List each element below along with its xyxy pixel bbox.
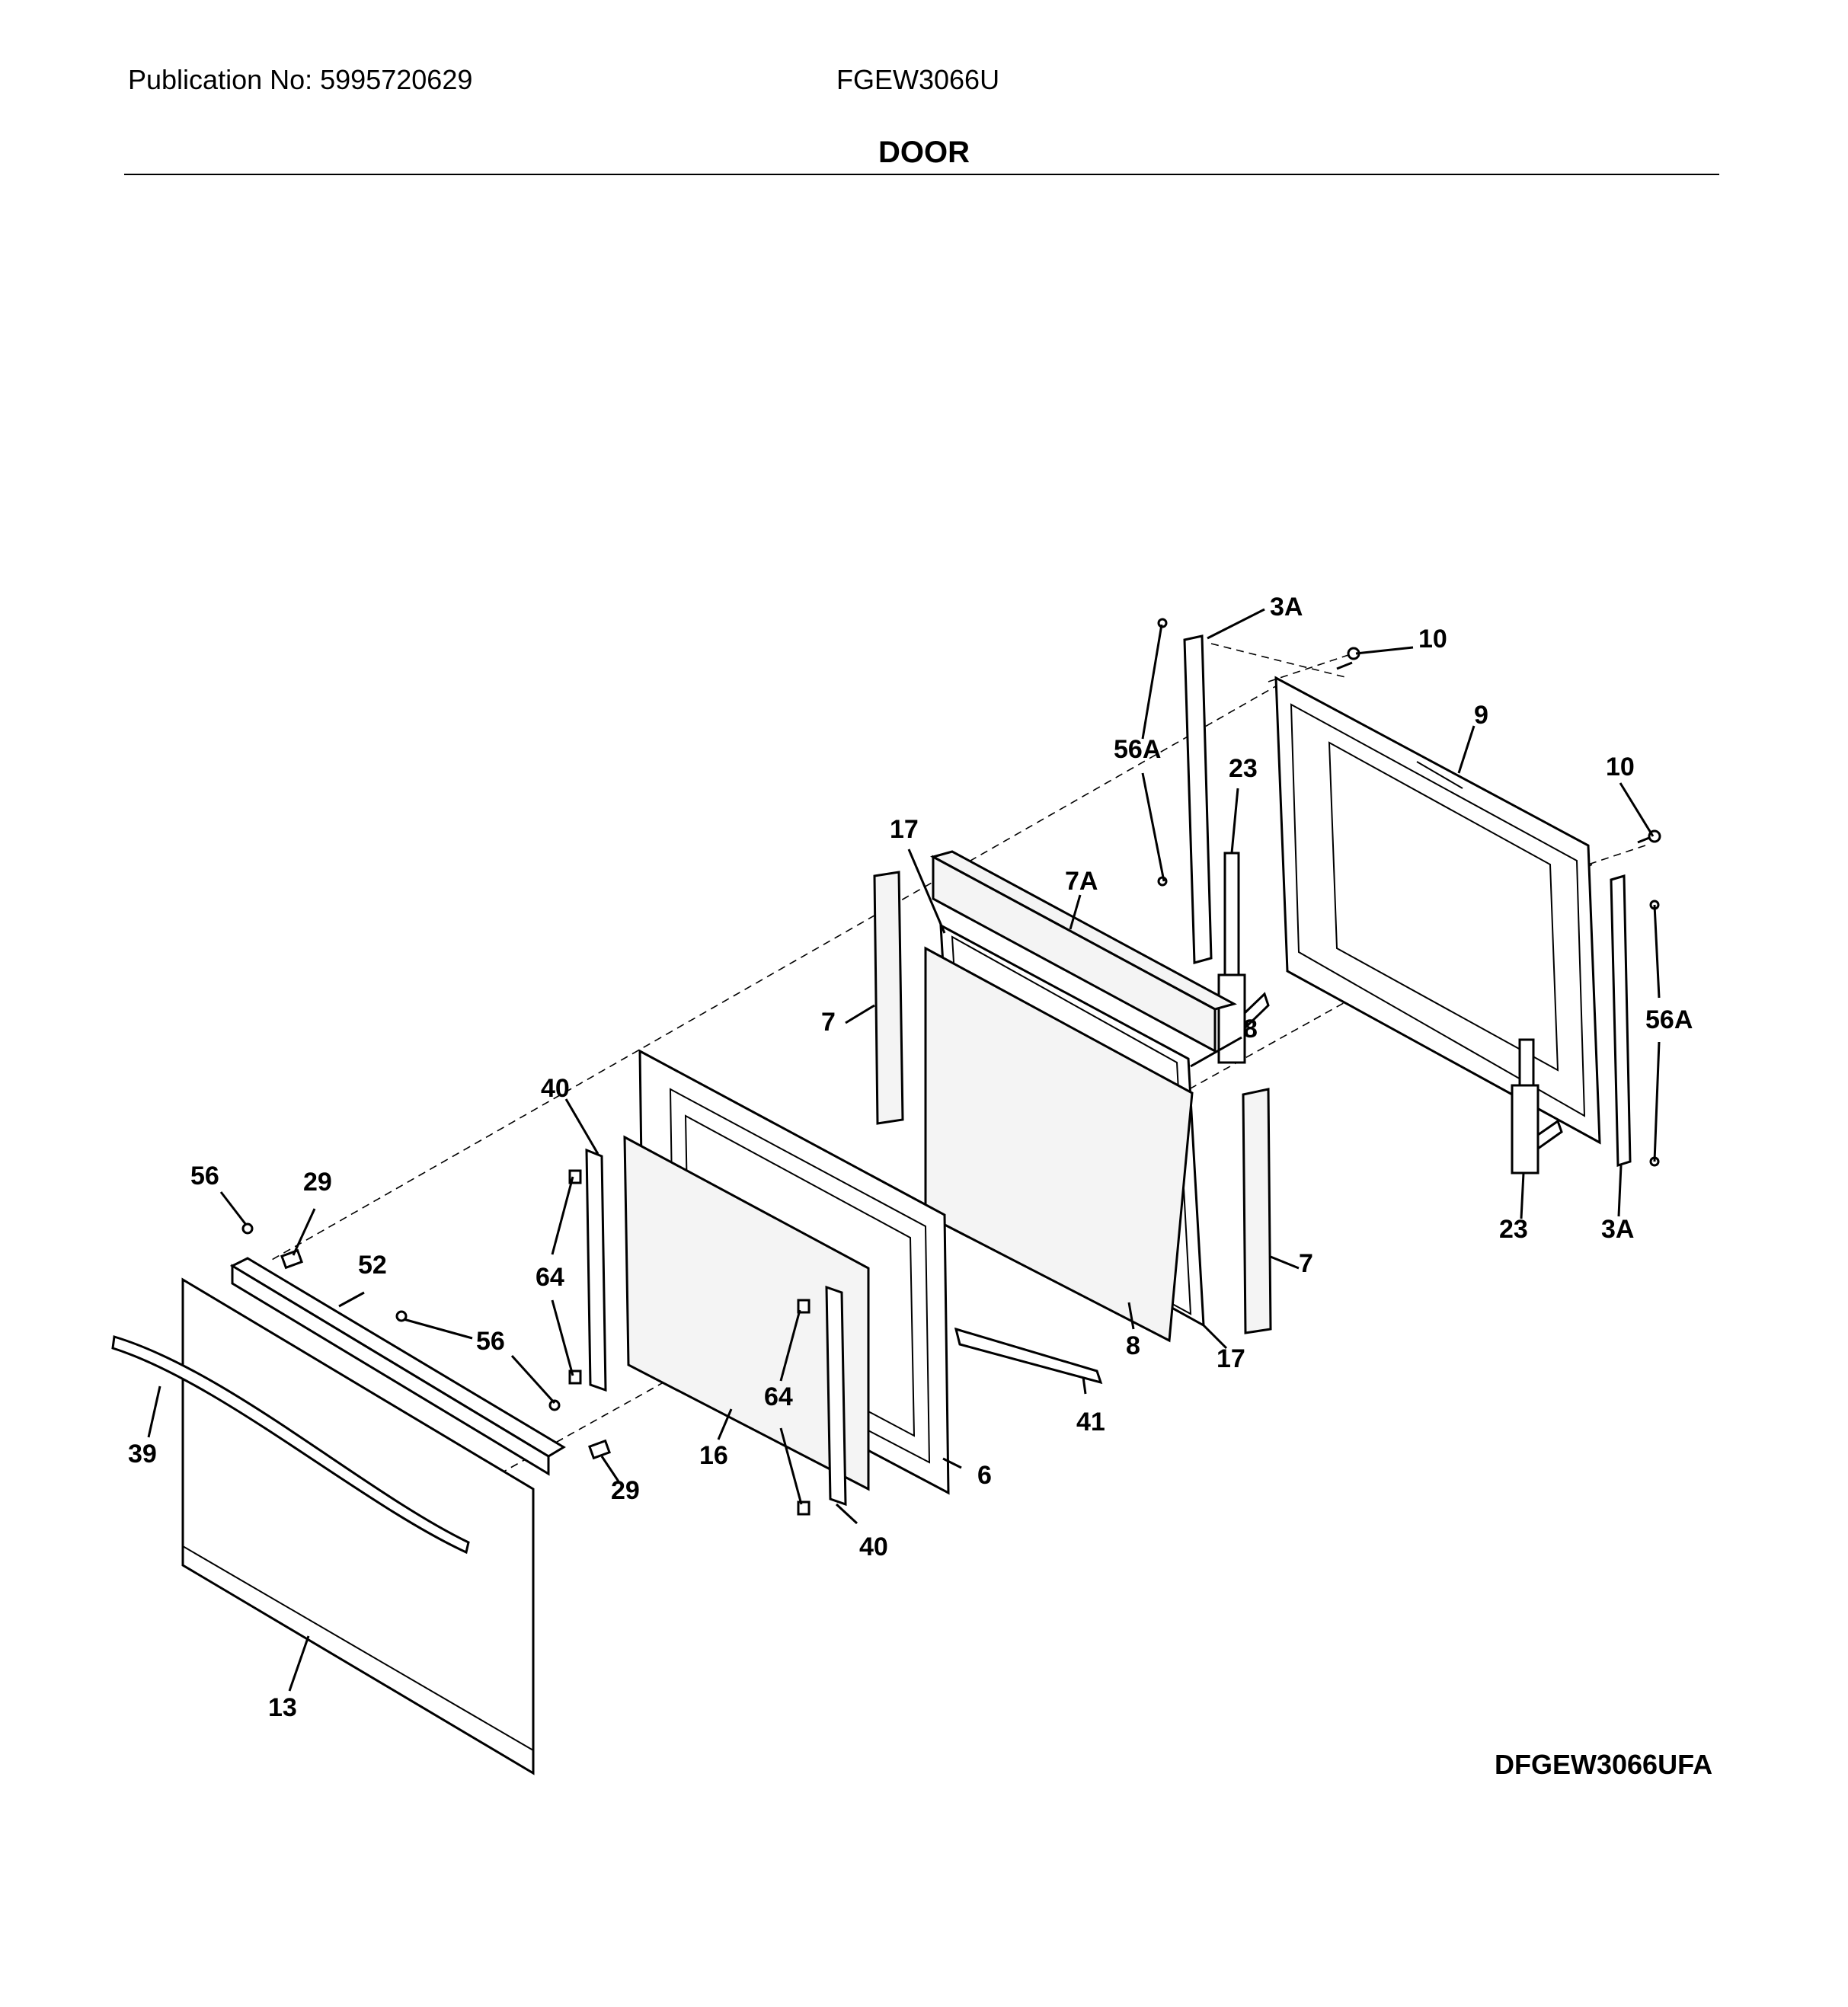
part-23-hinge-top bbox=[1217, 852, 1270, 1064]
callout-52: 52 bbox=[358, 1251, 387, 1280]
part-7A-top-insulation bbox=[930, 850, 1237, 1053]
callout-56-left: 56 bbox=[190, 1162, 219, 1190]
callout-41: 41 bbox=[1076, 1408, 1105, 1437]
callout-64-left: 64 bbox=[536, 1263, 564, 1292]
callout-7-left: 7 bbox=[821, 1008, 836, 1037]
callout-40-top: 40 bbox=[541, 1074, 570, 1103]
callout-64-mid: 64 bbox=[764, 1382, 793, 1411]
callout-10-right: 10 bbox=[1606, 753, 1635, 781]
callout-40-bottom: 40 bbox=[859, 1532, 888, 1561]
part-56-screws bbox=[241, 1222, 561, 1411]
callout-labels: 3A 10 9 56A 23 10 17 7A 56A 7 8 40 56 29… bbox=[128, 593, 1693, 1722]
callout-17-top: 17 bbox=[890, 815, 919, 844]
part-7-side-insulation-right bbox=[1242, 1088, 1272, 1334]
callout-29-top: 29 bbox=[303, 1168, 332, 1197]
part-52-vent-trim bbox=[229, 1257, 566, 1476]
part-29-rollers bbox=[280, 1248, 611, 1460]
callout-23-top: 23 bbox=[1229, 754, 1258, 783]
part-40-bracket-left bbox=[585, 1148, 607, 1392]
header-divider bbox=[124, 174, 1719, 175]
callout-3A-top: 3A bbox=[1270, 593, 1303, 622]
diagram-code: DFGEW3066UFA bbox=[1495, 1749, 1713, 1780]
leader-lines bbox=[147, 608, 1661, 1692]
part-13-outer-door-panel bbox=[181, 1277, 535, 1775]
callout-7A: 7A bbox=[1065, 867, 1098, 896]
callout-56A-left: 56A bbox=[1114, 735, 1161, 764]
callout-6: 6 bbox=[977, 1461, 992, 1490]
part-9-inner-door-liner bbox=[1274, 676, 1601, 1145]
part-23-hinge-bottom bbox=[1511, 1038, 1563, 1174]
callout-23-bottom: 23 bbox=[1499, 1215, 1528, 1244]
callout-9: 9 bbox=[1474, 701, 1488, 730]
callout-7-right: 7 bbox=[1299, 1249, 1313, 1278]
callout-17-bottom: 17 bbox=[1217, 1344, 1245, 1373]
publication-number: Publication No: 5995720629 bbox=[128, 64, 473, 95]
callout-8-top: 8 bbox=[1243, 1015, 1258, 1043]
part-3A-hinge-bracket-right bbox=[1610, 874, 1632, 1168]
callout-8-bottom: 8 bbox=[1126, 1331, 1140, 1360]
callout-10-top: 10 bbox=[1418, 625, 1447, 654]
part-3A-hinge-bracket-left bbox=[1183, 634, 1213, 964]
model-number: FGEW3066U bbox=[836, 64, 1000, 95]
part-8-glass-panel bbox=[924, 946, 1194, 1343]
callout-56-mid: 56 bbox=[476, 1327, 505, 1356]
part-40-bracket-right bbox=[825, 1285, 847, 1507]
part-39-door-handle bbox=[111, 1335, 470, 1555]
part-7-side-insulation-left bbox=[873, 871, 904, 1125]
callout-29-bottom: 29 bbox=[611, 1476, 640, 1505]
callout-3A-bottom: 3A bbox=[1601, 1215, 1634, 1244]
section-title: DOOR bbox=[878, 136, 970, 169]
callout-13: 13 bbox=[268, 1693, 297, 1722]
callout-56A-right: 56A bbox=[1645, 1005, 1693, 1034]
callout-39: 39 bbox=[128, 1440, 157, 1468]
part-10-screws bbox=[1336, 647, 1661, 844]
callout-16: 16 bbox=[699, 1441, 728, 1470]
part-16-glass-panel bbox=[623, 1135, 870, 1491]
